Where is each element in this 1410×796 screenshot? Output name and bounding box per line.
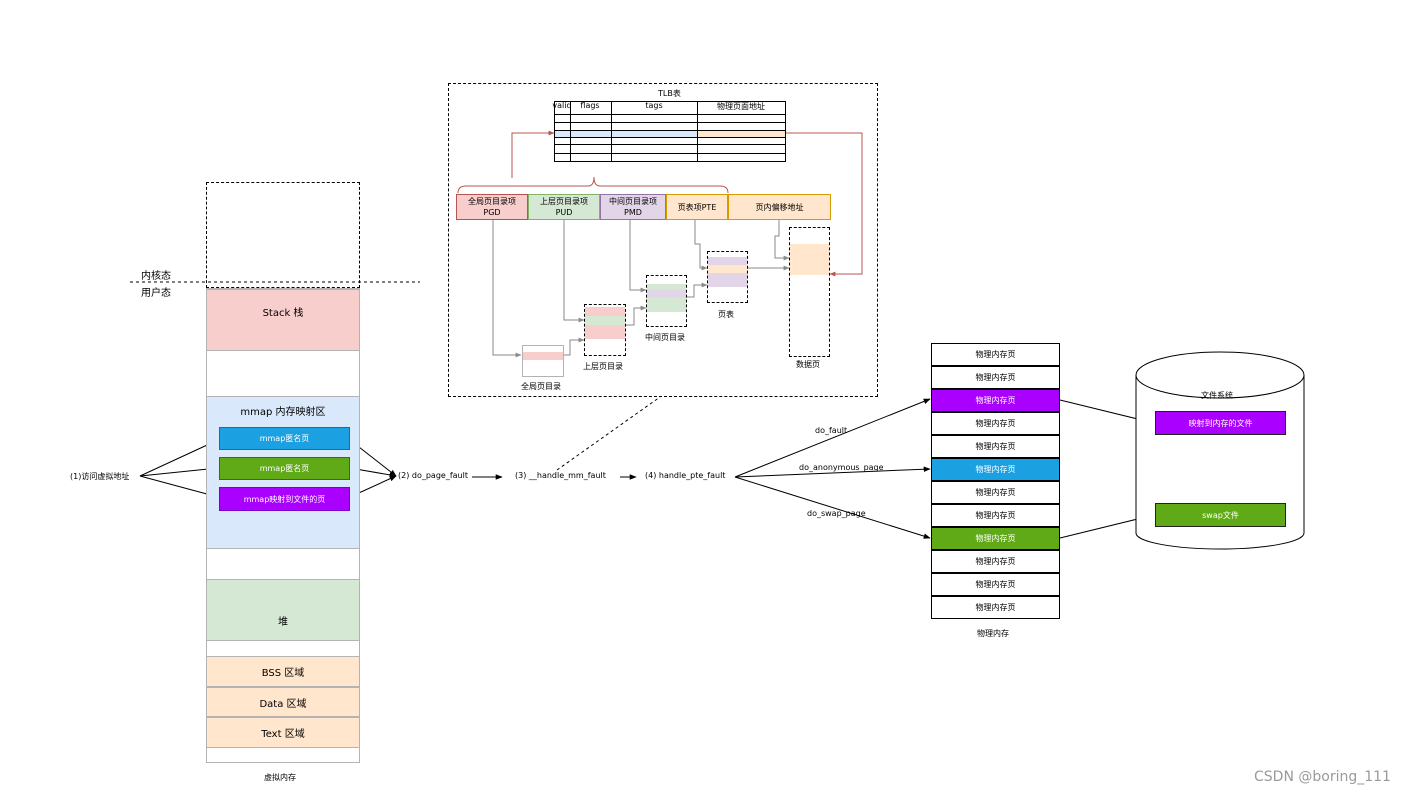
physical-page: 物理内存页: [931, 412, 1060, 435]
step-1-label: (1)访问虚拟地址: [70, 472, 130, 481]
physical-page: 物理内存页: [931, 573, 1060, 596]
do-anonymous-page-label: do_anonymous_page: [799, 463, 884, 472]
tlb-row-highlight-orange: [697, 130, 785, 137]
mmap-region-label: mmap 内存映射区: [240, 407, 326, 418]
physical-memory-caption: 物理内存: [977, 629, 1009, 638]
physical-page: 物理内存页: [931, 550, 1060, 573]
mmap-anon-page-2: mmap匿名页: [219, 457, 350, 480]
do-fault-label: do_fault: [815, 426, 848, 435]
data-region: Data 区域: [206, 687, 360, 717]
offset-field: 页内偏移地址: [728, 194, 831, 220]
tlb-header-valid: valid: [552, 101, 572, 110]
physical-page: 物理内存页: [931, 596, 1060, 619]
data-page: [789, 227, 830, 357]
step-3-label: (3) __handle_mm_fault: [515, 471, 606, 480]
pte-field-label: 页表项PTE: [677, 202, 717, 212]
physical-page-file-mapped: 物理内存页: [931, 389, 1060, 412]
tlb-header-flags: flags: [580, 101, 600, 110]
tlb-header-physical-address: 物理页面地址: [717, 102, 765, 111]
kernel-space-region: [206, 182, 360, 288]
page-walk-panel: [448, 83, 878, 397]
pgd-table-label: 全局页目录: [521, 382, 561, 391]
offset-field-label: 页内偏移地址: [755, 202, 804, 212]
stack-region: Stack 栈: [206, 289, 360, 351]
mmap-file-page: mmap映射到文件的页: [219, 487, 350, 511]
tlb-row-highlight-blue: [555, 130, 697, 137]
heap-label: 堆: [278, 617, 288, 628]
pud-field-label: 上层页目录项: [540, 197, 588, 206]
physical-page: 物理内存页: [931, 343, 1060, 366]
physical-page-anonymous: 物理内存页: [931, 458, 1060, 481]
pmd-table-label: 中间页目录: [645, 333, 685, 342]
page-table: [707, 251, 748, 303]
kernel-mode-label: 内核态: [141, 271, 171, 282]
stack-label: Stack 栈: [262, 308, 304, 319]
virtual-memory-caption: 虚拟内存: [264, 773, 296, 782]
step-2-label: (2) do_page_fault: [398, 471, 468, 480]
pmd-field: 中间页目录项 PMD: [600, 194, 666, 220]
physical-page: 物理内存页: [931, 366, 1060, 389]
swap-file-box: swap文件: [1155, 503, 1286, 527]
physical-page-swap: 物理内存页: [931, 527, 1060, 550]
tlb-title: TLB表: [658, 89, 681, 98]
tlb-table: [554, 101, 786, 162]
text-label: Text 区域: [261, 729, 305, 740]
physical-page: 物理内存页: [931, 504, 1060, 527]
page-table-label: 页表: [718, 310, 734, 319]
step-4-label: (4) handle_pte_fault: [645, 471, 726, 480]
pud-table: [584, 304, 626, 356]
mmap-anon-page-1: mmap匿名页: [219, 427, 350, 450]
physical-page: 物理内存页: [931, 481, 1060, 504]
watermark: CSDN @boring_111: [1254, 769, 1391, 785]
pgd-field: 全局页目录项 PGD: [456, 194, 528, 220]
pud-field: 上层页目录项 PUD: [528, 194, 600, 220]
pmd-field-label: 中间页目录项: [609, 197, 657, 206]
bss-region: BSS 区域: [206, 656, 360, 687]
user-mode-label: 用户态: [141, 288, 171, 299]
data-page-label: 数据页: [796, 360, 820, 369]
pmd-field-abbr: PMD: [624, 208, 642, 217]
pud-field-abbr: PUD: [555, 208, 573, 217]
bss-label: BSS 区域: [261, 668, 305, 679]
tlb-header-tags: tags: [645, 101, 663, 110]
mapped-file-box: 映射到内存的文件: [1155, 411, 1286, 435]
data-label: Data 区域: [259, 698, 307, 710]
pgd-field-label: 全局页目录项: [468, 197, 516, 206]
pgd-field-abbr: PGD: [483, 208, 501, 217]
heap-region: 堆: [206, 579, 360, 641]
pmd-table: [646, 275, 687, 327]
do-swap-page-label: do_swap_page: [807, 509, 866, 518]
pgd-table: [522, 345, 564, 377]
physical-page: 物理内存页: [931, 435, 1060, 458]
pud-table-label: 上层页目录: [583, 362, 623, 371]
pte-field: 页表项PTE: [666, 194, 728, 220]
filesystem-title: 文件系统: [1201, 391, 1233, 400]
text-region: Text 区域: [206, 717, 360, 748]
